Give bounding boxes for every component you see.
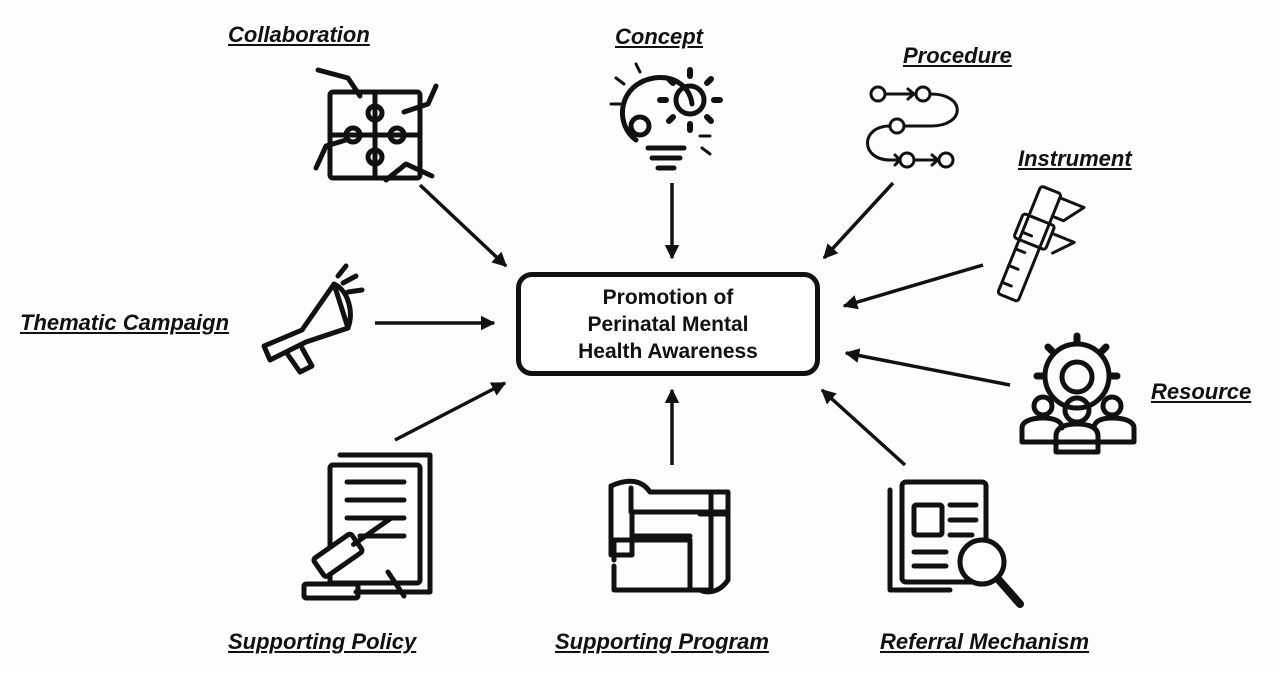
arrow-referral-mechanism	[820, 388, 907, 467]
label-collaboration: Collaboration	[228, 22, 370, 47]
label-instrument: Instrument	[1018, 146, 1132, 171]
central-concept-line-3: Health Awareness	[578, 339, 758, 363]
people-gear-icon	[1019, 332, 1137, 455]
gavel-document-icon	[301, 452, 433, 601]
label-resource: Resource	[1151, 379, 1252, 404]
label-procedure: Procedure	[903, 43, 1012, 68]
arrow-instrument	[842, 263, 984, 310]
joined-hands-icon	[608, 478, 731, 595]
central-concept-line-2: Perinatal Mental	[587, 312, 749, 336]
flow-steps-icon	[866, 85, 959, 169]
arrow-resource	[844, 348, 1011, 387]
central-concept-line-1: Promotion of	[602, 285, 734, 309]
label-thematic-campaign: Thematic Campaign	[20, 310, 230, 335]
label-supporting-policy: Supporting Policy	[228, 629, 417, 654]
label-concept: Concept	[615, 24, 703, 49]
megaphone-icon	[261, 263, 365, 375]
label-referral-mechanism: Referral Mechanism	[880, 629, 1090, 654]
arrow-supporting-policy	[394, 381, 507, 442]
label-supporting-program: Supporting Program	[555, 629, 769, 654]
arrow-collaboration	[418, 183, 508, 268]
document-search-icon	[887, 479, 1024, 608]
puzzle-hands-icon	[313, 67, 439, 183]
central-concept-box: Promotion of Perinatal Mental Health Awa…	[516, 272, 820, 376]
caliper-icon	[996, 185, 1086, 303]
arrow-procedure	[822, 181, 895, 260]
lightbulb-gear-icon	[609, 62, 723, 171]
